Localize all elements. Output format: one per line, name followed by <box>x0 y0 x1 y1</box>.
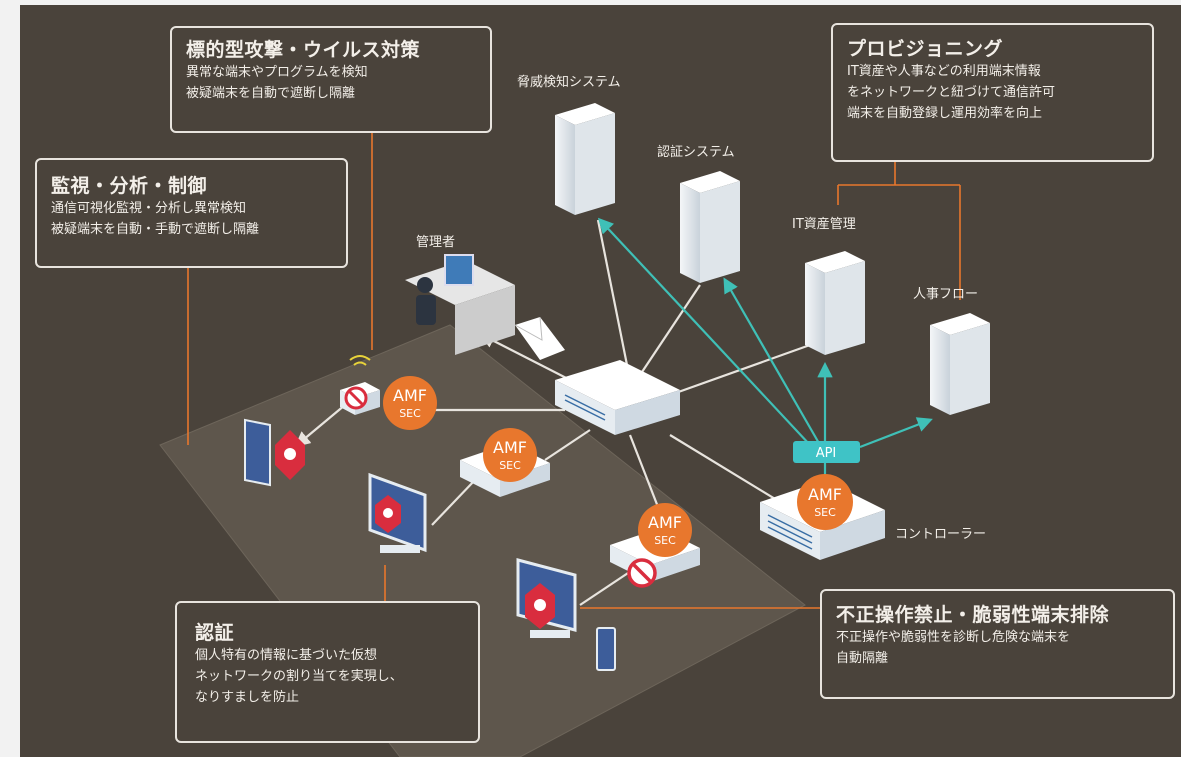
mail-envelope <box>514 316 565 360</box>
diagram-canvas: AMF SEC AMF SEC AMF SEC AMF SEC API 脅威検知… <box>20 5 1181 757</box>
infected-tablet <box>244 418 305 487</box>
sec-text-3: SEC <box>654 534 676 547</box>
callout-authentication: 認証 個人特有の情報に基づいた仮想 ネットワークの割り当てを実現し、 なりすまし… <box>175 601 480 743</box>
api-badge: API <box>793 441 860 463</box>
label-auth-system: 認証システム <box>657 145 735 160</box>
callout-provisioning: プロビジョニング IT資産や人事などの利用端末情報 をネットワークと紐づけて通信… <box>831 23 1154 162</box>
server-auth <box>680 171 740 283</box>
callout-title: プロビジョニング <box>847 38 1004 60</box>
label-admin: 管理者 <box>416 235 456 250</box>
callout-title: 標的型攻撃・ウイルス対策 <box>186 39 421 61</box>
core-switch <box>555 360 680 435</box>
callout-illegal-operation: 不正操作禁止・脆弱性端末排除 不正操作や脆弱性を診断し危険な端末を 自動隔離 <box>820 589 1175 699</box>
amf-text-3: AMF <box>648 513 682 532</box>
label-controller: コントローラー <box>895 527 987 542</box>
amf-sec-badge-switch2: AMF SEC <box>638 503 692 557</box>
amf-sec-badge-switch1: AMF SEC <box>483 428 537 482</box>
callout-leaders <box>187 133 961 609</box>
label-hr-flow: 人事フロー <box>913 287 979 302</box>
callout-targeted-attack: 標的型攻撃・ウイルス対策 異常な端末やプログラムを検知 被疑端末を自動で遮断し隔… <box>170 26 492 133</box>
callout-title: 監視・分析・制御 <box>51 175 208 197</box>
callout-body: 異常な端末やプログラムを検知 被疑端末を自動で遮断し隔離 <box>186 65 368 101</box>
server-threat-detection <box>555 103 615 215</box>
server-it-asset <box>805 251 865 355</box>
auth-monitor <box>368 472 427 553</box>
vulnerable-monitor <box>516 558 616 671</box>
sec-text-1: SEC <box>399 407 421 420</box>
amf-text-2: AMF <box>493 438 527 457</box>
sec-text-2: SEC <box>499 459 521 472</box>
amf-sec-badge-controller: AMF SEC <box>797 474 853 530</box>
api-arrows <box>597 217 933 485</box>
amf-text-4: AMF <box>808 485 842 504</box>
callout-monitoring: 監視・分析・制御 通信可視化監視・分析し異常検知 被疑端末を自動・手動で遮断し隔… <box>35 158 348 268</box>
label-threat-system: 脅威検知システム <box>517 75 621 90</box>
callout-body: IT資産や人事などの利用端末情報 をネットワークと紐づけて通信許可 端末を自動登… <box>847 64 1056 121</box>
amf-text-1: AMF <box>393 386 427 405</box>
callout-title: 不正操作禁止・脆弱性端末排除 <box>836 604 1110 626</box>
sec-text-4: SEC <box>814 506 836 519</box>
server-hr-flow <box>930 313 990 415</box>
wireless-ap <box>340 355 380 415</box>
callout-body: 個人特有の情報に基づいた仮想 ネットワークの割り当てを実現し、 なりすましを防止 <box>195 648 403 705</box>
callout-body: 不正操作や脆弱性を診断し危険な端末を 自動隔離 <box>836 630 1071 666</box>
callout-body: 通信可視化監視・分析し異常検知 被疑端末を自動・手動で遮断し隔離 <box>51 201 260 237</box>
api-text: API <box>816 446 837 461</box>
label-it-asset: IT資産管理 <box>792 217 856 232</box>
callout-title: 認証 <box>195 622 235 644</box>
amf-sec-badge-ap: AMF SEC <box>383 376 437 430</box>
block-sign-icon <box>627 558 657 588</box>
admin-workstation <box>405 254 515 355</box>
